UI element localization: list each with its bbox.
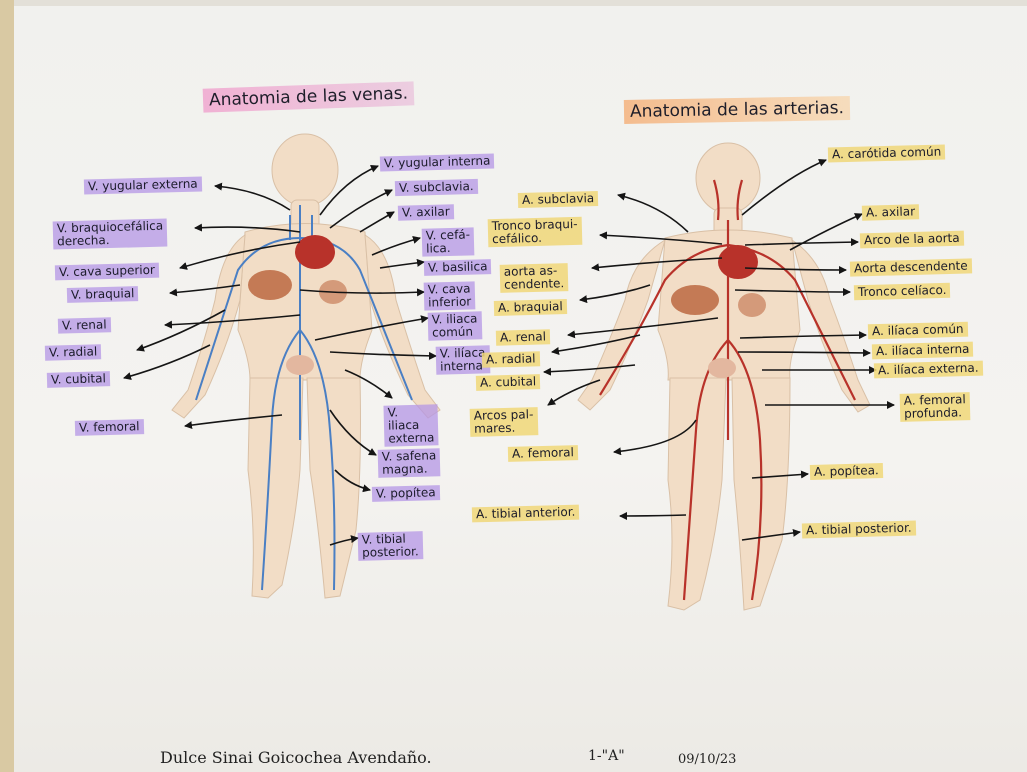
student-name: Dulce Sinai Goicochea Avendaño. — [160, 748, 432, 767]
label-a-carotida-comun: A. carótida común — [828, 144, 946, 162]
label-aorta-descendente: Aorta descendente — [850, 258, 972, 276]
label-arco-aorta: Arco de la aorta — [860, 231, 964, 249]
label-a-braquial: A. braquial — [494, 299, 567, 316]
label-v-tibial-posterior: V. tibial posterior. — [358, 531, 423, 561]
label-tronco-braquiocefalico: Tronco braqui- cefálico. — [488, 217, 582, 247]
label-v-cefalica: V. cefá- lica. — [422, 227, 475, 256]
label-v-popitea: V. popítea — [372, 485, 440, 502]
label-a-tibial-posterior: A. tibial posterior. — [802, 521, 916, 539]
label-v-braquial: V. braquial — [67, 286, 139, 303]
label-v-iliaca-externa: V. iliaca externa — [383, 404, 438, 446]
label-aorta-ascendente: aorta as- cendente. — [500, 263, 569, 293]
label-v-cava-inferior: V. cava inferior — [424, 281, 476, 310]
label-a-axilar: A. axilar — [862, 204, 919, 220]
label-a-cubital: A. cubital — [476, 374, 541, 391]
arteries-title: Anatomia de las arterias. — [624, 96, 850, 124]
label-tronco-celiaco: Tronco celíaco. — [854, 283, 951, 301]
label-a-radial: A. radial — [482, 351, 540, 368]
label-a-femoral-profunda: A. femoral profunda. — [900, 392, 971, 422]
label-a-popitea: A. popítea. — [810, 463, 883, 480]
label-v-subclavia: V. subclavia. — [395, 179, 478, 196]
label-v-femoral: V. femoral — [75, 419, 144, 436]
label-v-cubital: V. cubital — [47, 371, 110, 388]
label-v-basilica: V. basilica — [424, 259, 492, 276]
label-a-iliaca-externa: A. ilíaca externa. — [874, 361, 983, 379]
label-a-renal: A. renal — [496, 329, 550, 345]
label-v-yugular-interna: V. yugular interna — [380, 154, 495, 172]
label-v-yugular-externa: V. yugular externa — [84, 176, 202, 194]
label-a-femoral: A. femoral — [508, 445, 578, 462]
label-v-renal: V. renal — [58, 317, 111, 333]
label-a-tibial-anterior: A. tibial anterior. — [472, 505, 580, 523]
label-v-axilar: V. axilar — [398, 204, 454, 220]
student-grade: 1-"A" — [588, 748, 625, 764]
label-a-iliaca-comun: A. ilíaca común — [868, 322, 968, 340]
label-arcos-palmares: Arcos pal- mares. — [470, 407, 538, 437]
label-v-radial: V. radial — [45, 344, 102, 360]
label-v-iliaca-comun: V. iliaca común — [428, 311, 482, 340]
date: 09/10/23 — [678, 752, 736, 767]
label-a-subclavia: A. subclavia — [518, 191, 599, 208]
label-v-safena-magna: V. safena magna. — [378, 448, 441, 478]
label-v-cava-superior: V. cava superior — [55, 263, 159, 281]
label-v-braquiocefalica: V. braquiocefálica derecha. — [53, 219, 168, 250]
label-a-iliaca-interna: A. ilíaca interna — [872, 342, 974, 360]
